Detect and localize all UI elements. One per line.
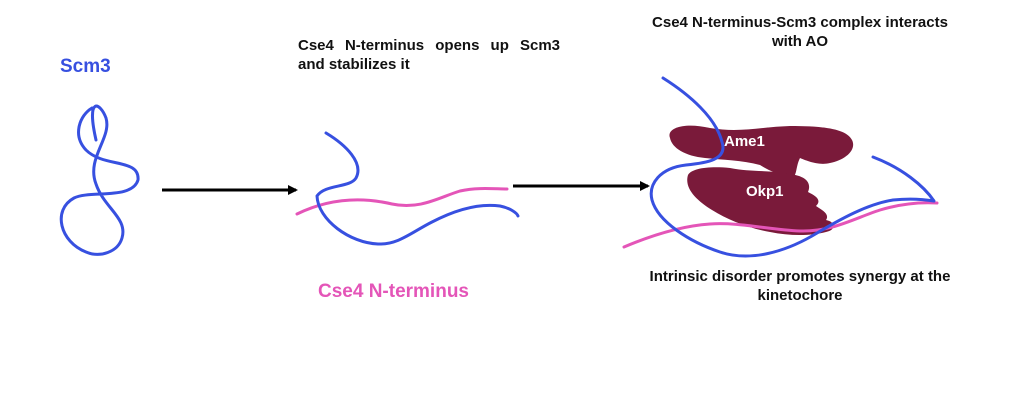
caption-step1: Cse4 N-terminus opens up Scm3 and stabil… (298, 37, 560, 73)
cse4-strand-stage2 (295, 187, 509, 216)
ame1-label: Ame1 (724, 133, 765, 150)
scm3-strand-stage2 (315, 131, 520, 246)
scm3-label: Scm3 (60, 56, 111, 77)
cse4-strand-stage3 (622, 201, 939, 249)
scm3-strand-stage3 (649, 76, 936, 258)
ame1-blob (669, 125, 854, 180)
scm3-strand-stage1 (59, 104, 140, 256)
cse4-n-terminus-label: Cse4 N-terminus (318, 281, 469, 302)
caption-step3: Intrinsic disorder promotes synergy at t… (649, 268, 951, 304)
okp1-label: Okp1 (746, 183, 784, 200)
okp1-blob (687, 167, 834, 235)
caption-step2: Cse4 N-terminus-Scm3 complex interacts w… (652, 14, 948, 50)
